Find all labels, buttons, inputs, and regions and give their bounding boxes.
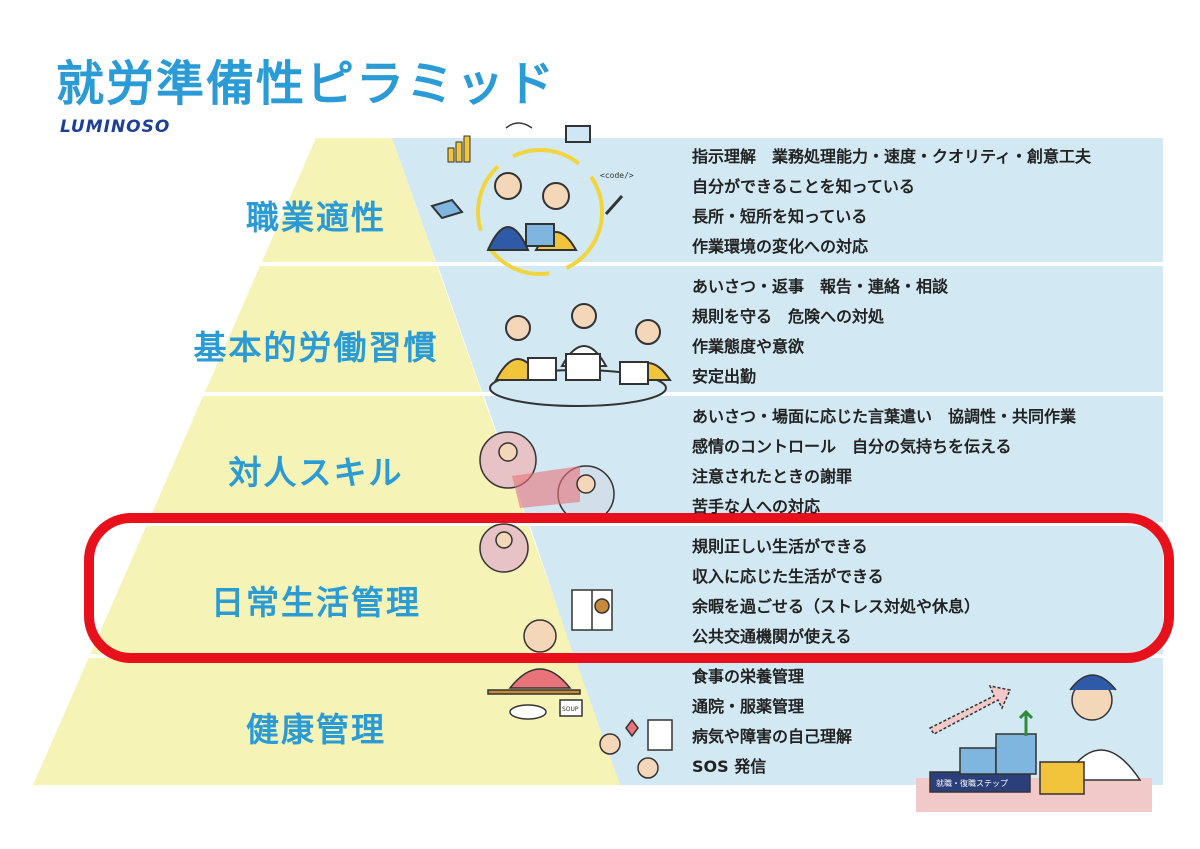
list-item: 規則を守る 危険への対処 bbox=[692, 307, 885, 326]
list-item: あいさつ・返事 報告・連絡・相談 bbox=[692, 277, 949, 296]
step-sign-text: 就職・復職ステップ bbox=[936, 778, 1008, 788]
list-item: 安定出勤 bbox=[692, 367, 757, 386]
illustration-meeting bbox=[489, 303, 672, 407]
list-item: 収入に応じた生活ができる bbox=[692, 567, 884, 586]
pyramid-shape bbox=[33, 138, 620, 785]
level-label-5: 健康管理 bbox=[246, 710, 386, 749]
list-item: 作業態度や意欲 bbox=[692, 337, 805, 356]
level-label-1: 職業適性 bbox=[246, 198, 386, 237]
level-label-3: 対人スキル bbox=[228, 453, 404, 492]
band-fill-2 bbox=[438, 266, 1163, 392]
list-item: 自分ができることを知っている bbox=[692, 177, 915, 196]
list-item: 規則正しい生活ができる bbox=[692, 537, 868, 556]
code-tag-text: <code/> bbox=[600, 171, 634, 180]
illustration-daily-life bbox=[479, 523, 613, 631]
page-title: 就労準備性ピラミッド bbox=[56, 56, 557, 112]
list-item: SOS 発信 bbox=[692, 757, 767, 776]
list-item: 感情のコントロール 自分の気持ちを伝える bbox=[692, 437, 1012, 456]
level-items-2: あいさつ・返事 報告・連絡・相談 規則を守る 危険への対処 作業態度や意欲 安定… bbox=[692, 272, 948, 392]
soup-tag-text: SOUP bbox=[562, 706, 579, 713]
band-fill-4 bbox=[530, 526, 1163, 654]
list-item: 指示理解 業務処理能力・速度・クオリティ・創意工夫 bbox=[692, 147, 1092, 166]
list-item: 公共交通機関が使える bbox=[692, 627, 852, 646]
illustration-interaction bbox=[479, 431, 615, 523]
list-item: 食事の栄養管理 bbox=[692, 667, 805, 686]
band-separator bbox=[30, 522, 1170, 526]
list-item: 苦手な人への対応 bbox=[692, 497, 821, 516]
illustration-work-team bbox=[430, 122, 624, 276]
level-items-1: 指示理解 業務処理能力・速度・クオリティ・創意工夫 自分ができることを知っている… bbox=[692, 142, 1091, 262]
list-item: 作業環境の変化への対応 bbox=[692, 237, 869, 256]
list-item: 病気や障害の自己理解 bbox=[692, 727, 853, 746]
list-item: 通院・服薬管理 bbox=[692, 697, 805, 716]
level-items-3: あいさつ・場面に応じた言葉遣い 協調性・共同作業 感情のコントロール 自分の気持… bbox=[692, 402, 1076, 522]
list-item: 余暇を過ごせる（ストレス対処や休息） bbox=[692, 597, 981, 616]
level-items-5: 食事の栄養管理 通院・服薬管理 病気や障害の自己理解 SOS 発信 bbox=[692, 662, 852, 782]
illustration-health bbox=[487, 619, 1152, 812]
brand-logo: LUMINOSO bbox=[60, 117, 171, 137]
list-item: あいさつ・場面に応じた言葉遣い 協調性・共同作業 bbox=[692, 407, 1077, 426]
level-items-4: 規則正しい生活ができる 収入に応じた生活ができる 余暇を過ごせる（ストレス対処や… bbox=[692, 532, 980, 652]
list-item: 注意されたときの謝罪 bbox=[692, 467, 853, 486]
band-separator bbox=[30, 262, 1170, 266]
band-fill-1 bbox=[392, 138, 1163, 262]
list-item: 長所・短所を知っている bbox=[692, 207, 868, 226]
highlight-frame bbox=[84, 513, 1174, 663]
level-label-2: 基本的労働習慣 bbox=[193, 328, 439, 367]
band-fill-3 bbox=[484, 396, 1163, 522]
level-label-4: 日常生活管理 bbox=[211, 583, 421, 622]
